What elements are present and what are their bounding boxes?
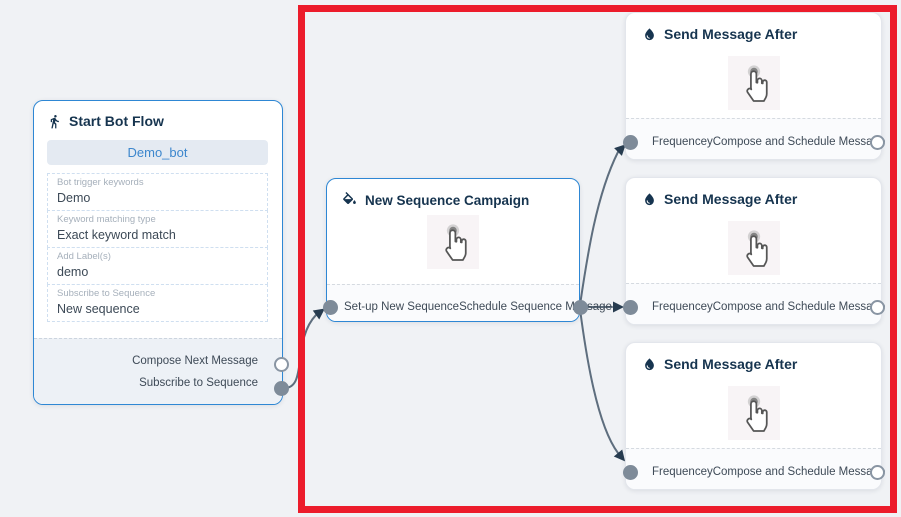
field-label: Subscribe to Sequence bbox=[57, 288, 156, 300]
field-value: New sequence bbox=[57, 302, 140, 316]
input-label-frequencey: Frequencey bbox=[652, 136, 713, 148]
output-label-compose-and-schedule: Compose and Schedule Message bbox=[712, 136, 886, 148]
paint-bucket-icon bbox=[341, 192, 358, 209]
input-label-frequencey: Frequencey bbox=[652, 301, 713, 313]
water-drop-icon bbox=[642, 192, 657, 207]
node-title-label: Start Bot Flow bbox=[69, 113, 164, 129]
node-new-sequence-campaign[interactable]: New Sequence Campaign Set-up New Sequenc… bbox=[323, 178, 612, 322]
input-port-frequencey[interactable] bbox=[623, 465, 638, 480]
node-send-message-after-2[interactable]: Send Message After Frequencey Compose an… bbox=[623, 177, 885, 325]
field-list: Bot trigger keywords Demo Keyword matchi… bbox=[47, 173, 268, 323]
field-bot-trigger-keywords[interactable]: Bot trigger keywords Demo bbox=[47, 173, 268, 212]
node-port-footer: Frequencey Compose and Schedule Message bbox=[626, 118, 885, 159]
node-title: Start Bot Flow bbox=[34, 101, 282, 129]
field-label: Bot trigger keywords bbox=[57, 177, 144, 188]
node-send-message-after-3[interactable]: Send Message After Frequencey Compose an… bbox=[623, 342, 885, 490]
field-add-labels[interactable]: Add Label(s) demo bbox=[47, 247, 268, 286]
tap-hand-icon[interactable] bbox=[727, 56, 780, 110]
field-keyword-matching-type[interactable]: Keyword matching type Exact keyword matc… bbox=[47, 210, 268, 249]
tap-hand-icon[interactable] bbox=[427, 215, 479, 269]
node-title-label: Send Message After bbox=[664, 191, 798, 207]
node-send-message-after-1[interactable]: Send Message After Frequencey Compose an… bbox=[623, 12, 885, 160]
node-port-footer: Frequencey Compose and Schedule Message bbox=[626, 448, 885, 489]
node-title: New Sequence Campaign bbox=[327, 179, 579, 209]
input-label-setup-new-sequence: Set-up New Sequence bbox=[344, 300, 460, 313]
field-label: Add Label(s) bbox=[57, 251, 111, 263]
water-drop-icon bbox=[642, 357, 657, 372]
node-title-label: Send Message After bbox=[664, 356, 798, 372]
input-port-setup-new-sequence[interactable] bbox=[323, 300, 338, 315]
field-value: Demo bbox=[57, 190, 91, 205]
output-port-compose-and-schedule[interactable] bbox=[870, 465, 885, 480]
node-output-footer: Compose Next Message Subscribe to Sequen… bbox=[34, 338, 282, 404]
input-port-frequencey[interactable] bbox=[623, 135, 638, 150]
output-label-compose-next-message: Compose Next Message bbox=[132, 354, 258, 367]
output-port-subscribe-to-sequence[interactable] bbox=[274, 381, 289, 396]
output-label-compose-and-schedule: Compose and Schedule Message bbox=[712, 466, 886, 478]
tap-hand-icon[interactable] bbox=[727, 221, 780, 275]
edge-seq-to-send1 bbox=[579, 151, 619, 306]
node-title-label: New Sequence Campaign bbox=[365, 193, 530, 208]
node-start-bot-flow[interactable]: Start Bot Flow Demo_bot Bot trigger keyw… bbox=[33, 100, 289, 405]
field-subscribe-to-sequence[interactable]: Subscribe to Sequence New sequence bbox=[47, 284, 268, 323]
edge-subscribe-to-setup bbox=[281, 314, 317, 390]
node-title: Send Message After bbox=[626, 343, 881, 372]
output-label-subscribe-to-sequence: Subscribe to Sequence bbox=[139, 376, 258, 389]
field-value: demo bbox=[57, 264, 89, 279]
node-title: Send Message After bbox=[626, 178, 881, 207]
input-port-frequencey[interactable] bbox=[623, 300, 638, 315]
node-title-label: Send Message After bbox=[664, 26, 798, 42]
tap-hand-icon[interactable] bbox=[727, 386, 780, 440]
output-port-compose-and-schedule[interactable] bbox=[870, 300, 885, 315]
node-port-footer: Set-up New Sequence Schedule Sequence Me… bbox=[327, 284, 612, 321]
field-value: Exact keyword match bbox=[57, 227, 176, 242]
edge-seq-to-send3 bbox=[579, 308, 619, 454]
walking-person-icon bbox=[47, 114, 62, 129]
output-port-compose-next-message[interactable] bbox=[274, 357, 289, 372]
node-port-footer: Frequencey Compose and Schedule Message bbox=[626, 283, 885, 324]
output-label-schedule-sequence-message: Schedule Sequence Message bbox=[459, 300, 612, 313]
output-port-compose-and-schedule[interactable] bbox=[870, 135, 885, 150]
input-label-frequencey: Frequencey bbox=[652, 466, 713, 478]
node-title: Send Message After bbox=[626, 13, 881, 42]
output-port-schedule-sequence-message[interactable] bbox=[573, 300, 588, 315]
field-label: Keyword matching type bbox=[57, 214, 156, 226]
water-drop-icon bbox=[642, 27, 657, 42]
bot-name-button[interactable]: Demo_bot bbox=[47, 140, 268, 165]
output-label-compose-and-schedule: Compose and Schedule Message bbox=[712, 301, 886, 313]
